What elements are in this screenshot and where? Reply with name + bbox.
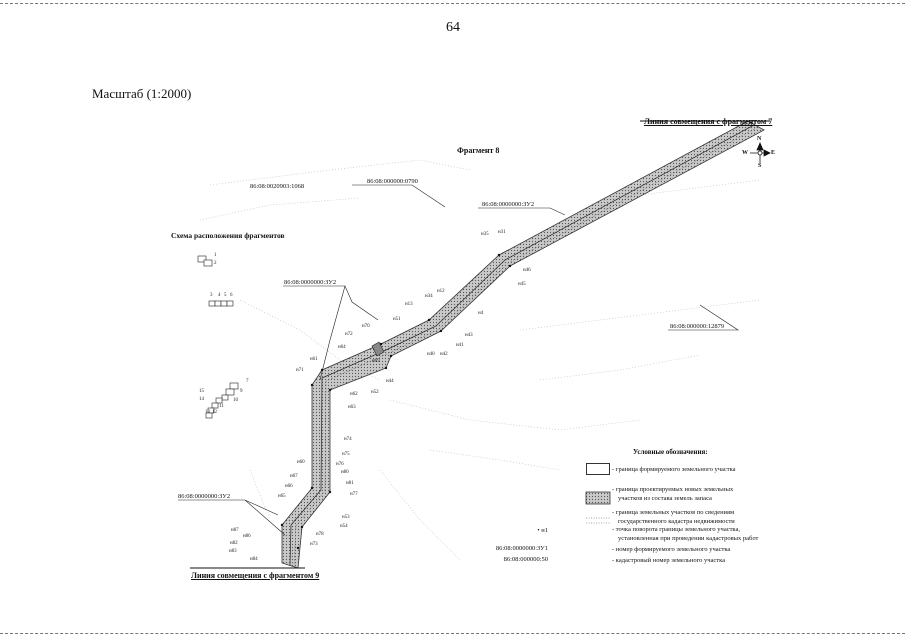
scheme-number: 9 (240, 389, 243, 394)
point-label: н40 (427, 352, 435, 357)
point-label: н87 (231, 528, 239, 533)
point-label: н31 (498, 230, 506, 235)
point-label: н52 (371, 390, 379, 395)
junction-line-top-label: Линия совмещения с фрагментом 7 (644, 117, 773, 126)
point-label: н64 (338, 345, 346, 350)
point-label: н65 (278, 494, 286, 499)
scheme-number: 12 (212, 410, 217, 415)
cadastral-label: 86:08:0000000:ЗУ2 (178, 493, 231, 500)
point-label: н4 (478, 311, 484, 316)
legend-swatch-formed-plot (586, 463, 610, 475)
legend-key: 86:08:000000:50 (503, 556, 548, 563)
cadastral-label: 86:08:000000:0790 (367, 178, 418, 185)
compass-west: W (742, 150, 748, 156)
bottom-edge-line (0, 633, 905, 634)
legend-item: - граница формируемого земельного участк… (612, 466, 736, 473)
legend-item: - точка поворота границы земельного учас… (612, 526, 741, 533)
legend-key: • н1 (537, 527, 548, 534)
point-label: н67 (290, 474, 298, 479)
point-label: н75 (342, 452, 350, 457)
point-label: н72 (345, 332, 353, 337)
scale-label: Масштаб (1:2000) (92, 86, 192, 101)
point-label: н82 (230, 541, 238, 546)
legend-item: участков из состава земель запаса (618, 495, 712, 502)
scheme-number: 11 (219, 404, 224, 409)
point-label: н41 (456, 343, 464, 348)
point-label: н42 (440, 352, 448, 357)
compass-south: S (758, 163, 762, 169)
point-label: н13 (405, 302, 413, 307)
legend-item: государственного кадастра недвижимости (618, 518, 735, 525)
point-label: н70 (362, 324, 370, 329)
point-label: н63 (348, 405, 356, 410)
point-label: н73 (310, 542, 318, 547)
legend-item: - номер формируемого земельного участка (612, 546, 731, 553)
point-label: н60 (297, 460, 305, 465)
point-label: н62 (350, 392, 358, 397)
background-cadastral-features (199, 159, 761, 561)
point-label: н80 (341, 470, 349, 475)
scheme-title: Схема расположения фрагментов (171, 231, 285, 240)
scheme-number: 2 (214, 261, 217, 266)
legend-item: установленная при проведении кадастровых… (618, 535, 759, 542)
cadastral-label: 86:08:0020903:1068 (250, 183, 305, 190)
point-label: н46 (523, 268, 531, 273)
point-label: н71 (296, 368, 304, 373)
scheme-number: 6 (230, 293, 233, 298)
cadastral-label: 86:08:0000000:ЗУ2 (482, 201, 535, 208)
legend-item: - граница земельных участков по сведения… (612, 509, 735, 516)
scheme-number: 3 (210, 293, 213, 298)
point-label: н66 (285, 484, 293, 489)
compass-north: N (757, 136, 762, 142)
point-label: н86 (243, 534, 251, 539)
compass-east: E (771, 150, 776, 156)
junction-line-bottom-label: Линия совмещения с фрагментом 9 (191, 571, 320, 580)
cadastral-label: 86:08:000000:12879 (670, 323, 725, 330)
page-number: 64 (446, 20, 460, 35)
scheme-number: 7 (246, 379, 249, 384)
point-label: н81 (346, 481, 354, 486)
point-label: н69 (372, 359, 380, 364)
legend-title: Условные обозначения: (633, 448, 708, 456)
point-label: н44 (386, 379, 394, 384)
point-label: н43 (465, 333, 473, 338)
corridor-inner-strip (289, 124, 755, 567)
point-label: н12 (437, 289, 445, 294)
scheme-number: 1 (214, 253, 217, 258)
point-label: н53 (342, 515, 350, 520)
point-label: н54 (340, 524, 348, 529)
legend-key: 86:08:0000000:ЗУ1 (495, 545, 548, 552)
top-edge-line (0, 3, 905, 4)
scheme-number: 4 (218, 293, 221, 298)
point-label: н35 (481, 232, 489, 237)
legend-item: - кадастровый номер земельного участка (612, 557, 726, 564)
point-label: н34 (425, 294, 433, 299)
cadastral-label: 86:08:0000000:ЗУ2 (284, 279, 337, 286)
point-label: н77 (350, 492, 358, 497)
point-label: н51 (393, 317, 401, 322)
point-label: н45 (518, 282, 526, 287)
point-label: н76 (336, 462, 344, 467)
scheme-number: 10 (233, 398, 238, 403)
fragment-scheme-diagram (197, 255, 239, 419)
point-label: н61 (310, 357, 318, 362)
scheme-number: 13 (205, 410, 210, 415)
scheme-number: 5 (224, 293, 227, 298)
point-label: н74 (344, 437, 352, 442)
fragment-title: Фрагмент 8 (457, 146, 500, 155)
scheme-number: 14 (199, 397, 204, 402)
compass-icon (750, 141, 771, 163)
point-label: н78 (316, 532, 324, 537)
scheme-number: 15 (199, 389, 204, 394)
legend-item: - граница проектируемых новых земельных (612, 486, 734, 493)
point-label: н84 (250, 557, 258, 562)
point-label: н83 (229, 549, 237, 554)
